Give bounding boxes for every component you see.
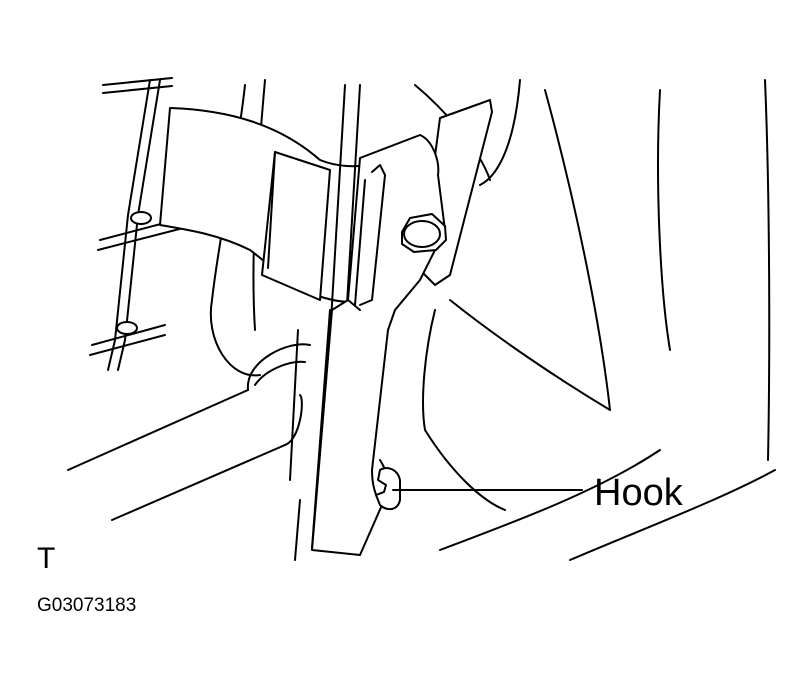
seat-wire-frame bbox=[89, 77, 196, 371]
seat-frame-tube bbox=[67, 343, 311, 521]
hook-icon bbox=[375, 467, 401, 511]
bolt-icon bbox=[401, 213, 447, 253]
hook-label: Hook bbox=[594, 472, 683, 514]
figure-code: G03073183 bbox=[37, 595, 137, 616]
seat-cover-strap bbox=[159, 107, 381, 304]
view-letter: T bbox=[37, 542, 56, 575]
